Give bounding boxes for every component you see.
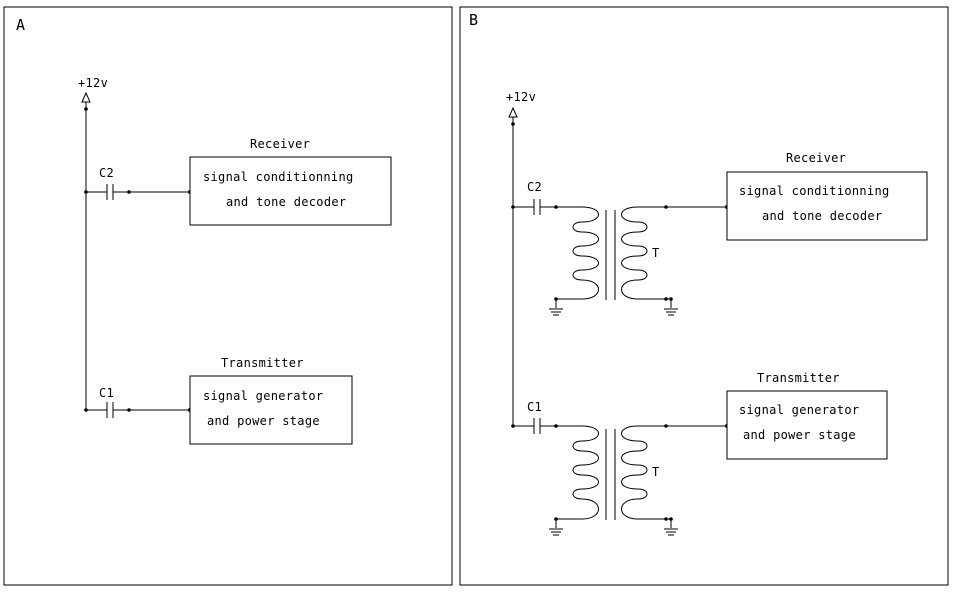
panel-b-receiver-ground-left-icon	[549, 308, 563, 316]
panel-b-transmitter-secondary-coil	[621, 425, 672, 528]
panel-b-transmitter-ground-left-icon	[549, 528, 563, 536]
panel-a-node	[127, 408, 131, 412]
panel-a: A +12v C2 Receiver signal conditionning …	[3, 6, 453, 586]
panel-b-receiver-transformer-label: T	[652, 246, 660, 260]
panel-a-c2-label: C2	[99, 166, 114, 180]
panel-b-c2-label: C2	[527, 180, 542, 194]
panel-a-transmitter-line2: and power stage	[207, 414, 320, 428]
panel-b-transmitter-transformer-label: T	[652, 465, 660, 479]
panel-b-receiver-line1: signal conditionning	[739, 184, 890, 198]
panel-a-receiver-line1: signal conditionning	[203, 170, 354, 184]
panel-b-receiver-line2: and tone decoder	[762, 209, 882, 223]
panel-b-node	[554, 517, 558, 521]
panel-a-supply-label: +12v	[78, 76, 108, 90]
panel-a-c1-label: C1	[99, 386, 114, 400]
panel-b-transmitter-primary-coil	[555, 425, 599, 528]
panel-a-transmitter-title: Transmitter	[221, 356, 304, 370]
panel-b: B +12v C2 T	[459, 6, 949, 586]
panel-b-node	[511, 122, 515, 126]
panel-b-node	[664, 205, 668, 209]
panel-a-transmitter-line1: signal generator	[203, 389, 323, 403]
panel-b-node	[511, 205, 515, 209]
panel-a-node	[127, 190, 131, 194]
panel-a-frame	[3, 6, 453, 586]
panel-a-transmitter-block	[189, 375, 353, 445]
panel-a-letter: A	[16, 16, 25, 34]
panel-b-node	[664, 297, 668, 301]
panel-b-node	[554, 205, 558, 209]
panel-b-transmitter-line2: and power stage	[743, 428, 856, 442]
panel-b-supply-label: +12v	[506, 90, 536, 104]
panel-b-node	[554, 297, 558, 301]
panel-b-c1-label: C1	[527, 400, 542, 414]
panel-b-node	[511, 424, 515, 428]
panel-b-node	[669, 517, 673, 521]
panel-b-frame	[459, 6, 949, 586]
panel-b-receiver-title: Receiver	[786, 151, 846, 165]
panel-b-letter: B	[469, 11, 478, 29]
panel-b-node	[664, 517, 668, 521]
panel-a-node	[84, 190, 88, 194]
panel-a-node	[84, 107, 88, 111]
panel-a-receiver-block	[189, 156, 392, 226]
panel-b-transmitter-block	[726, 390, 888, 460]
panel-b-receiver-ground-right-icon	[664, 308, 678, 316]
panel-b-node	[669, 297, 673, 301]
panel-b-transmitter-title: Transmitter	[757, 371, 840, 385]
panel-b-node	[554, 424, 558, 428]
panel-b-receiver-transformer-icon: T	[554, 205, 729, 308]
panel-b-receiver-primary-coil	[555, 206, 599, 308]
panel-b-transmitter-line1: signal generator	[739, 403, 859, 417]
panel-a-receiver-title: Receiver	[250, 137, 310, 151]
panel-b-receiver-secondary-coil	[621, 206, 672, 308]
panel-a-node	[84, 408, 88, 412]
panel-b-node	[664, 424, 668, 428]
panel-b-receiver-block	[726, 171, 928, 241]
panel-b-transmitter-ground-right-icon	[664, 528, 678, 536]
panel-a-receiver-line2: and tone decoder	[226, 195, 346, 209]
